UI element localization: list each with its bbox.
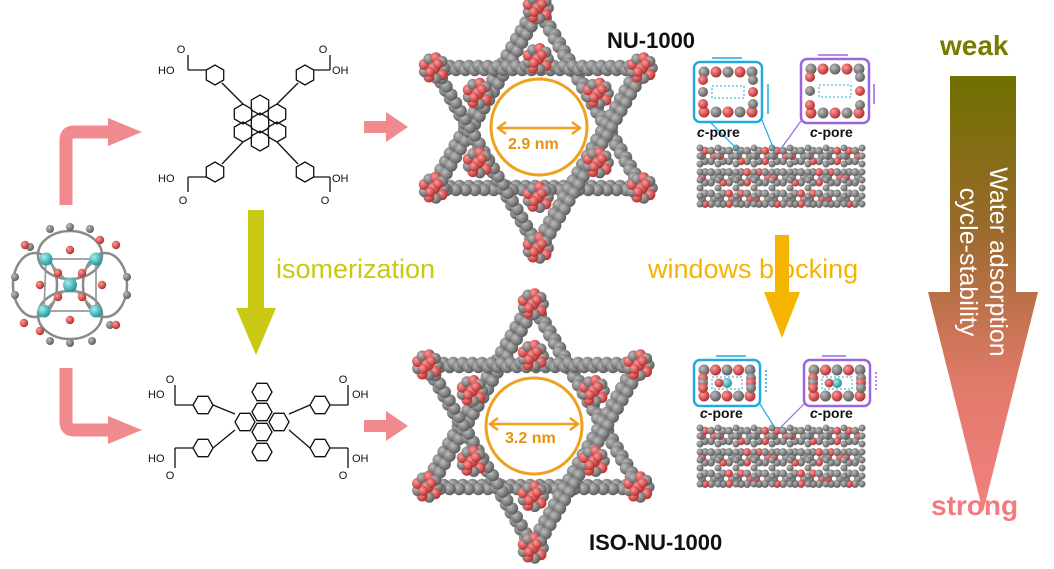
windows-blocking-arrow (764, 235, 800, 338)
svg-text:O: O (179, 195, 188, 207)
iso-nu1000-framework (412, 288, 655, 564)
nu1000-pore-double-arrow (495, 121, 583, 135)
svg-text:HO: HO (158, 173, 175, 185)
svg-text:O: O (321, 195, 330, 207)
iso-nu1000-title: ISO-NU-1000 (589, 530, 723, 555)
zr6-cluster (11, 223, 131, 347)
isomerization-arrow (236, 210, 276, 355)
nu1000-pore-ring (489, 77, 589, 177)
iso-pore-double-arrow (487, 417, 581, 431)
svg-text:OH: OH (332, 65, 349, 77)
nu1000-pore-size: 2.9 nm (508, 136, 559, 153)
arrow-to-nu1000 (364, 112, 408, 142)
svg-text:O: O (166, 470, 175, 482)
nu1000-title: NU-1000 (607, 28, 696, 53)
scale-title-line-2: cycle-stability (954, 187, 982, 337)
iso-c-pore-slab (696, 424, 866, 488)
svg-text:O: O (339, 470, 348, 482)
nu1000-c-pore-label-left: c-pore (697, 124, 740, 140)
nu1000-purple-pore-box (779, 54, 875, 151)
svg-text:OH: OH (352, 453, 369, 465)
scale-title: Water adsorption cycle-stability (953, 132, 1013, 392)
isomerization-label: isomerization (276, 254, 436, 284)
iso-pore-ring (484, 376, 584, 476)
windows-blocking-label: windows blocking (648, 254, 859, 284)
iso-c-pore-label-right: c-pore (810, 405, 853, 421)
svg-text:OH: OH (352, 389, 369, 401)
nu1000-framework (418, 0, 658, 264)
iso-pore-size: 3.2 nm (505, 430, 556, 447)
nu1000-c-pore-label-right: c-pore (810, 124, 853, 140)
scale-strong-label: strong (931, 490, 1019, 521)
arrow-to-iso-nu1000 (364, 411, 408, 441)
nu1000-cyan-pore-box (692, 57, 776, 153)
lower-elbow-arrow (59, 368, 142, 444)
nu1000-c-pore-slab (696, 144, 866, 208)
svg-text:O: O (166, 374, 175, 386)
svg-text:HO: HO (158, 65, 175, 77)
stability-scale-arrow (928, 76, 1038, 512)
svg-text:O: O (177, 44, 186, 56)
svg-text:O: O (339, 374, 348, 386)
svg-text:OH: OH (332, 173, 349, 185)
scale-title-line-1: Water adsorption (984, 167, 1012, 357)
svg-text:HO: HO (148, 389, 165, 401)
iso-cyan-pore-box (692, 355, 776, 429)
svg-text:O: O (319, 44, 328, 56)
scale-weak-label: weak (940, 30, 1009, 61)
iso-c-pore-label-left: c-pore (700, 405, 743, 421)
upper-elbow-arrow (59, 118, 142, 205)
svg-text:HO: HO (148, 453, 165, 465)
iso-purple-pore-box (779, 355, 877, 429)
